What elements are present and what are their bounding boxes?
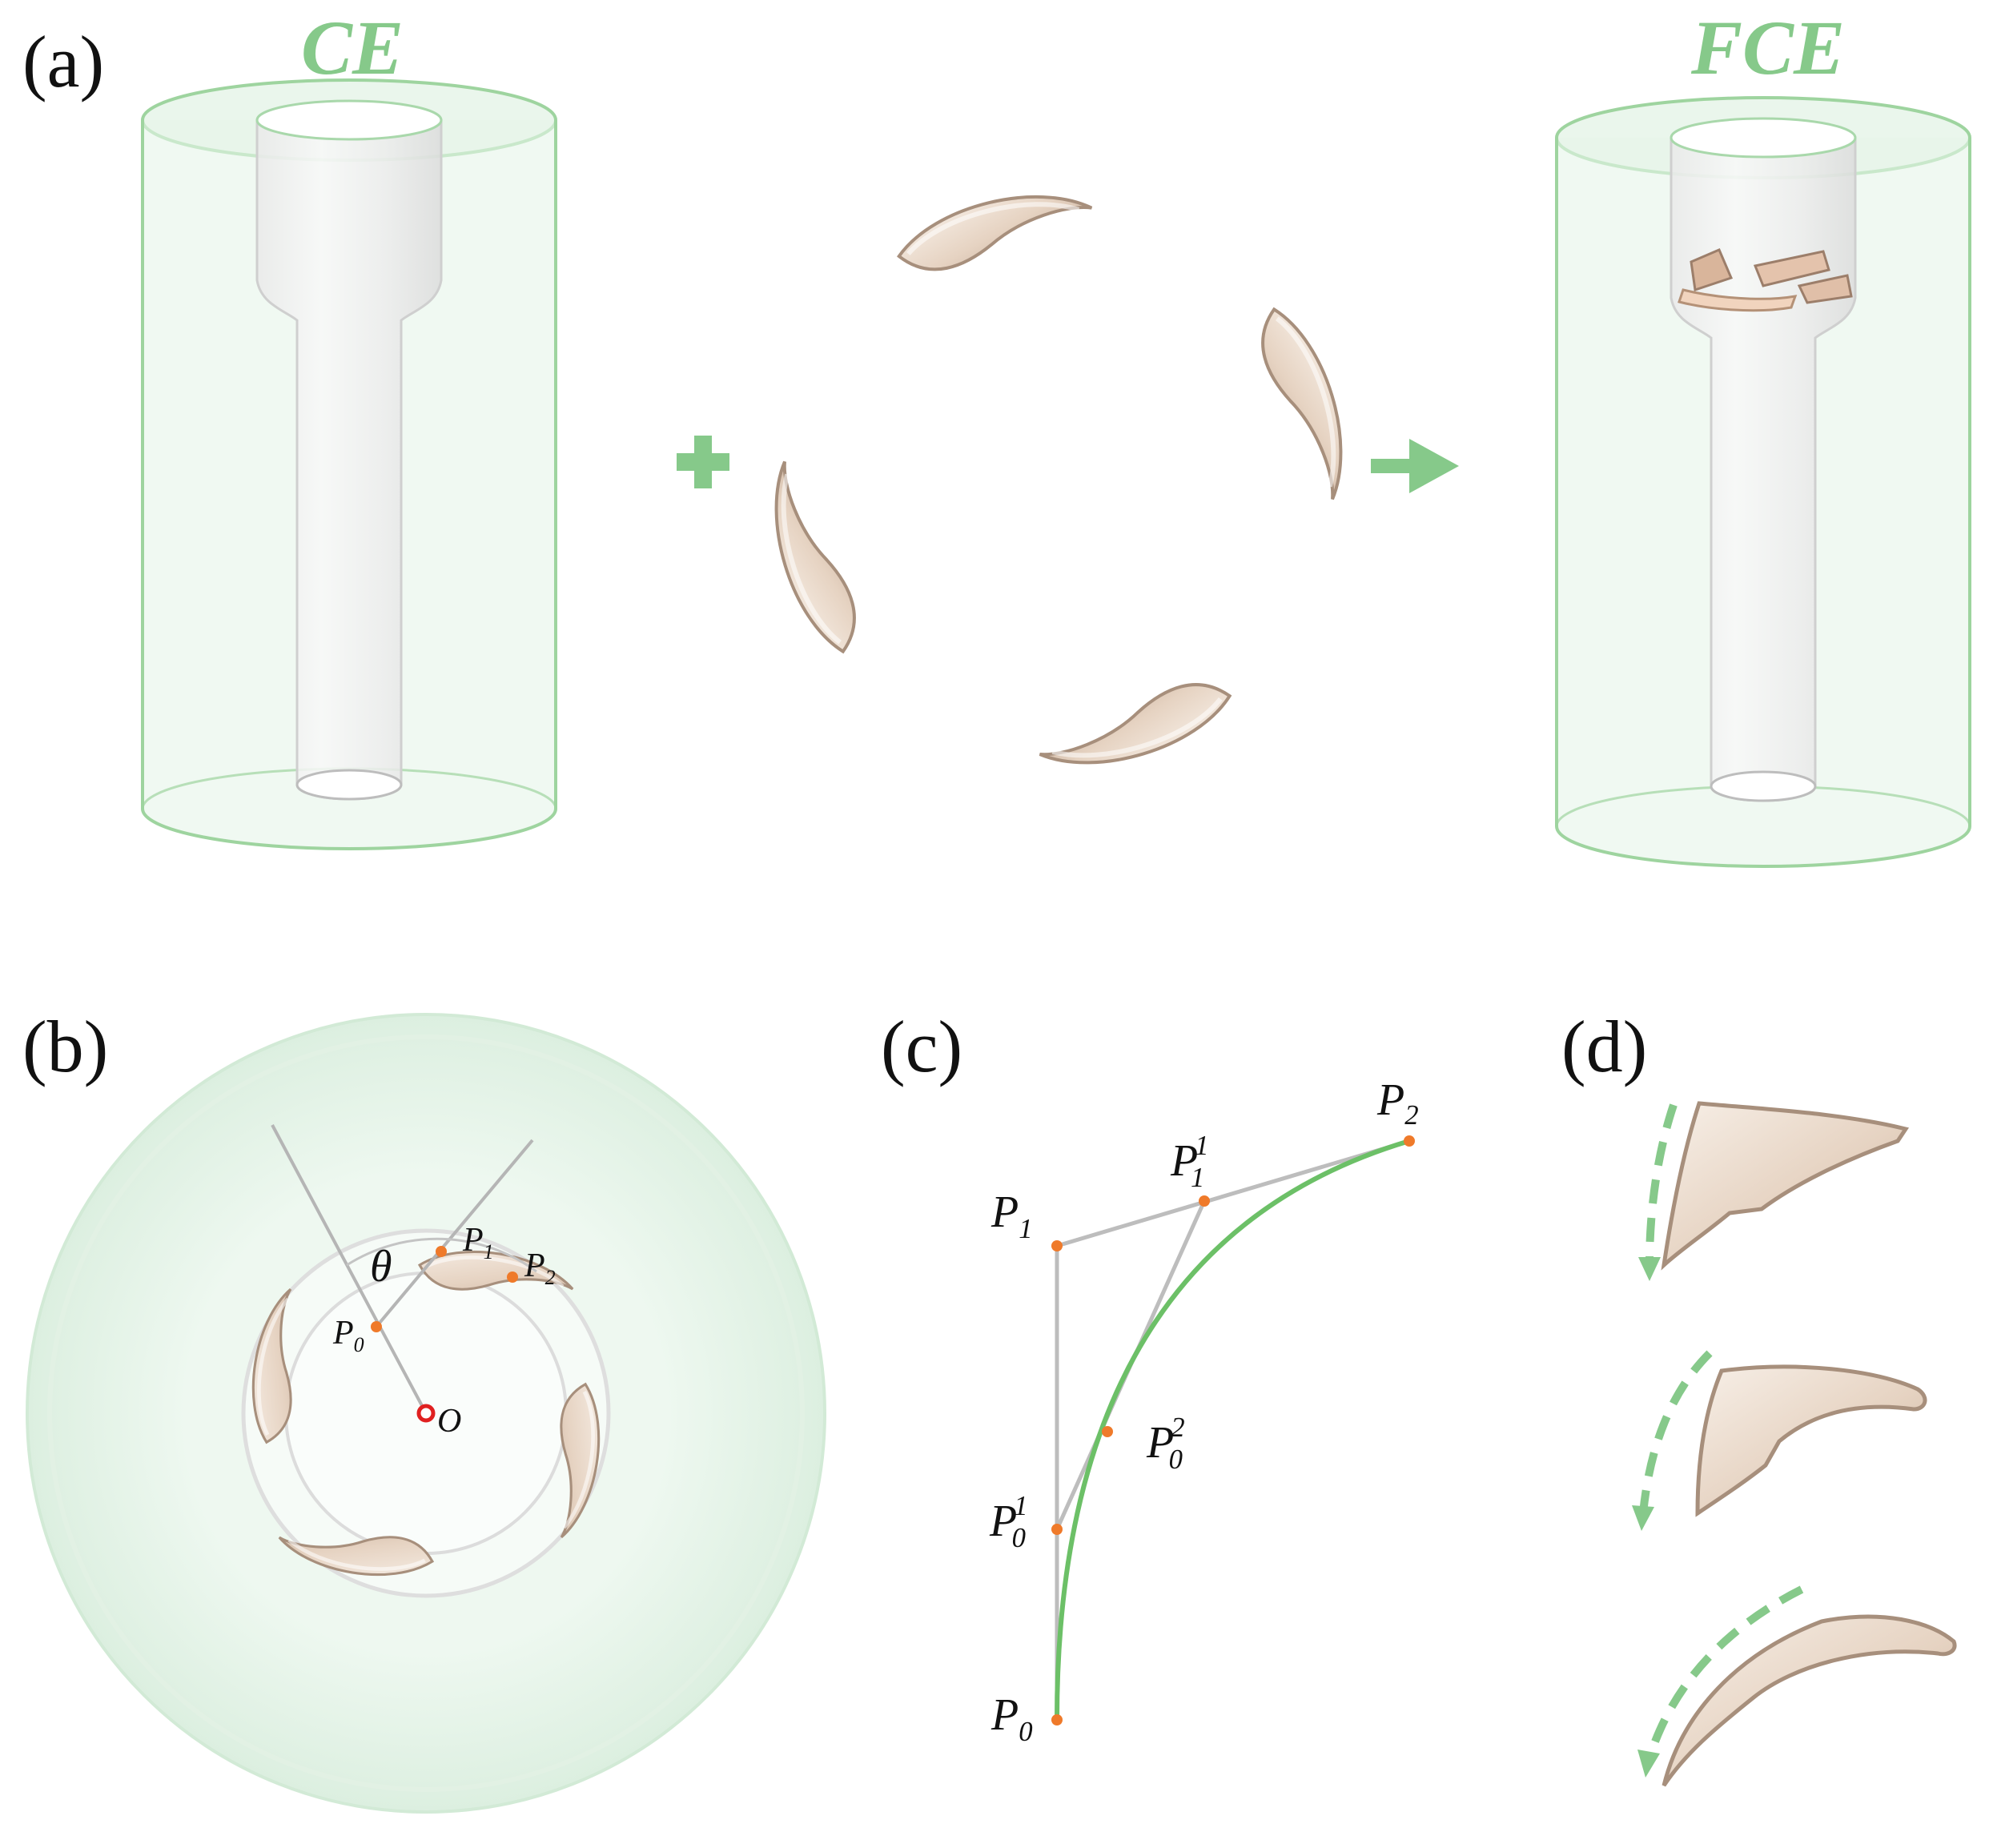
p2-label-b: P2 bbox=[524, 1247, 556, 1289]
panel-a-label: (a) bbox=[22, 21, 104, 102]
point-p2-c bbox=[1404, 1135, 1415, 1147]
radial-line-2 bbox=[375, 1139, 534, 1328]
panel-a: (a) CE FCE bbox=[22, 5, 1971, 868]
flow-arrowhead-d-3 bbox=[1637, 1750, 1660, 1778]
origin-label: O bbox=[437, 1403, 461, 1440]
segment-p1-p2 bbox=[1056, 1139, 1410, 1248]
theta-label: θ bbox=[370, 1242, 392, 1292]
panel-b: (b) θ O P0 P1 P2 bbox=[22, 1006, 826, 1814]
point-p1-c bbox=[1051, 1240, 1063, 1251]
panel-c-label: (c) bbox=[881, 1006, 962, 1087]
point-o bbox=[416, 1404, 436, 1423]
point-p0-b bbox=[371, 1321, 382, 1332]
blade-d-2 bbox=[1632, 1350, 1927, 1531]
point-p02-c bbox=[1102, 1426, 1113, 1437]
p2-label-c: P2 bbox=[1376, 1075, 1419, 1131]
point-p11-c bbox=[1199, 1195, 1210, 1207]
panel-d-label: (d) bbox=[1561, 1006, 1647, 1087]
p1-label-c: P1 bbox=[990, 1187, 1033, 1244]
blade-left bbox=[754, 456, 866, 661]
point-p2-b bbox=[507, 1272, 518, 1283]
fce-blades bbox=[1678, 248, 1853, 312]
blade-d-3 bbox=[1637, 1585, 1957, 1787]
ce-title: CE bbox=[301, 5, 404, 90]
ce-cylinder bbox=[141, 78, 557, 850]
flow-arrow-d-3 bbox=[1645, 1585, 1804, 1759]
flow-arrow-d-2 bbox=[1639, 1350, 1713, 1514]
p0-label-c: P0 bbox=[990, 1690, 1033, 1747]
blade-ring bbox=[754, 177, 1362, 784]
fce-title: FCE bbox=[1690, 5, 1845, 90]
point-p01-c bbox=[1051, 1524, 1063, 1535]
flow-arrowhead-d-1 bbox=[1638, 1257, 1661, 1281]
arrow-right-icon bbox=[1371, 439, 1459, 493]
flow-arrowhead-d-2 bbox=[1632, 1505, 1654, 1531]
panel-b-label: (b) bbox=[22, 1006, 108, 1087]
plus-icon bbox=[677, 436, 729, 488]
point-p0-c bbox=[1051, 1714, 1063, 1725]
blade-d-1 bbox=[1638, 1101, 1910, 1281]
bezier-curve bbox=[1055, 1139, 1410, 1721]
blade-bottom bbox=[1034, 673, 1239, 785]
point-p1-b bbox=[436, 1246, 447, 1257]
blade-top bbox=[892, 177, 1097, 279]
theta-arc bbox=[346, 1237, 537, 1273]
outer-disk-rim bbox=[47, 1034, 805, 1792]
flow-arrow-d-1 bbox=[1645, 1103, 1678, 1266]
p0-label-b: P0 bbox=[332, 1315, 364, 1356]
p1-label-b: P1 bbox=[462, 1222, 494, 1263]
fce-cylinder bbox=[1555, 96, 1971, 868]
blade-right bbox=[1252, 300, 1363, 505]
radial-line-1 bbox=[271, 1124, 428, 1414]
panel-d: (d) bbox=[1561, 1006, 1957, 1787]
